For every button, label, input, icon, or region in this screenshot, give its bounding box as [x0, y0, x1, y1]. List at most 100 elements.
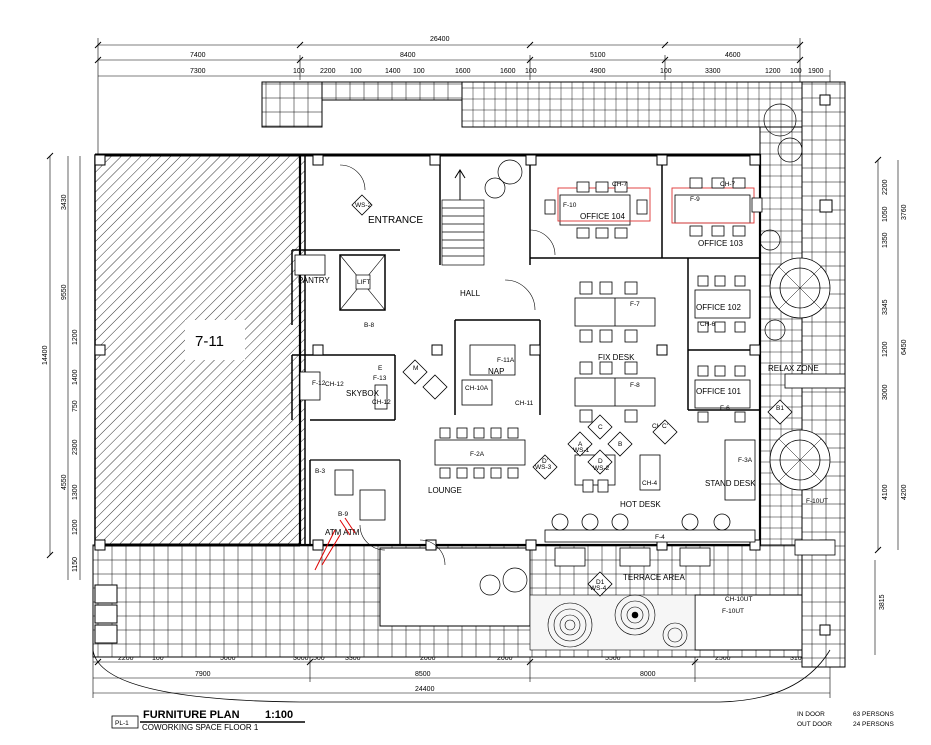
dim-top-1: 7400	[190, 52, 206, 59]
dim-top-r2-8: 100	[525, 68, 537, 75]
dim-bot-r2-1: 8500	[415, 671, 431, 678]
dimension-labels: 26400 7400 8400 5100 4600 7300 100 2200 …	[42, 36, 908, 693]
f6-label: F-6	[720, 405, 730, 412]
seven-eleven-label-bg	[185, 320, 245, 360]
hot-desk-furniture	[544, 439, 756, 543]
dimension-lines	[49, 38, 899, 698]
f2a-label: F-2A	[470, 451, 485, 458]
dim-right-outer-2: 4200	[901, 484, 908, 500]
tag-d1: D1	[596, 579, 605, 586]
ch4-label: CH-4	[642, 480, 658, 487]
b8-label: B-8	[364, 322, 375, 329]
lounge-furniture	[334, 427, 526, 521]
dim-top-r2-7: 1600	[500, 68, 516, 75]
dim-left-5: 2300	[72, 439, 79, 455]
atm-marker	[314, 517, 356, 571]
f10-label: F-10	[563, 202, 577, 209]
ch10out-label: CH-10UT	[725, 596, 752, 603]
lounge-label: LOUNGE	[428, 486, 462, 495]
dim-top-2: 8400	[400, 52, 416, 59]
tag-d2: D'	[542, 458, 548, 465]
entrance-label: ENTRANCE	[368, 215, 423, 226]
dim-bot-r1-3: 3000	[293, 655, 309, 662]
ch12a-label: CH-12	[325, 381, 344, 388]
ch11-label: CH-11	[515, 400, 534, 407]
outdoor-label: OUT DOOR	[797, 721, 832, 728]
dim-top-r2-1: 100	[293, 68, 305, 75]
dim-right-4: 1200	[882, 341, 889, 357]
title-block	[111, 715, 305, 729]
outdoor-value: 24 PERSONS	[853, 721, 894, 728]
dim-top-r2-11: 3300	[705, 68, 721, 75]
indoor-value: 63 PERSONS	[853, 711, 894, 718]
dim-bot-r1-0: 2200	[118, 655, 134, 662]
f7-label: F-7	[630, 301, 640, 308]
dim-top-r2-12: 1200	[765, 68, 781, 75]
tag-ws2b: WS-2	[593, 465, 610, 472]
f7b-label: F-8	[630, 382, 640, 389]
plan-title: FURNITURE PLAN	[143, 709, 240, 721]
dim-top-r2-6: 1600	[455, 68, 471, 75]
dim-left-outer: 4550	[61, 474, 68, 490]
dim-right-1: 1050	[882, 206, 889, 222]
dim-left-0: 3430	[61, 194, 68, 210]
dim-left-8: 1150	[72, 557, 79, 572]
dim-left-6: 1300	[72, 484, 79, 500]
b3-label: B-3	[315, 468, 326, 475]
tag-symbols	[351, 194, 793, 597]
sheet-name: COWORKING SPACE FLOOR 1	[142, 723, 259, 732]
dim-left-4: 750	[72, 400, 79, 412]
tag-ws1: WS-1	[573, 447, 590, 454]
dim-top-4: 4600	[725, 52, 741, 59]
dim-right-outer-1: 6450	[901, 339, 908, 355]
nap-label: NAP	[488, 367, 504, 376]
dim-left-2: 1200	[72, 329, 79, 345]
tag-b1: B1	[776, 405, 784, 412]
dim-right-5: 3000	[882, 384, 889, 400]
plants	[479, 103, 803, 596]
f12-label: F-12	[312, 380, 326, 387]
terrace-area-label: TERRACE AREA	[623, 573, 685, 582]
dim-top-r2-14: 1900	[808, 68, 824, 75]
b9-label: B-9	[338, 511, 349, 518]
ch7a-label: CH-7	[612, 181, 628, 188]
tag-d: D	[598, 458, 603, 465]
f3a-label: F-3A	[738, 457, 753, 464]
lift-label: LIFT	[357, 279, 370, 286]
dim-top-r2-4: 1400	[385, 68, 401, 75]
dim-left-overall: 14400	[42, 345, 49, 365]
tag-b: B	[618, 441, 622, 448]
dim-bot-r1-9: 2500	[715, 655, 731, 662]
dim-top-r2-0: 7300	[190, 68, 206, 75]
dim-right-6: 4100	[882, 484, 889, 500]
staircase	[441, 169, 485, 266]
dim-top-overall: 26400	[430, 36, 450, 43]
office-103-label: OFFICE 103	[698, 239, 743, 248]
ch10a-label: CH-10A	[465, 385, 489, 392]
tag-ws4: WS-4	[590, 585, 607, 592]
dim-bot-r1-1: 100	[152, 655, 164, 662]
dim-top-3: 5100	[590, 52, 606, 59]
dim-right-3: 3345	[882, 299, 889, 315]
dim-right-outer-0: 3760	[901, 204, 908, 220]
f9-label: F-9	[690, 196, 700, 203]
seven-eleven-label: 7-11	[195, 333, 224, 350]
relax-zone-umbrella-ribs	[770, 258, 830, 490]
dim-right-7: 3815	[879, 594, 886, 610]
dim-left-1: 9550	[61, 284, 68, 300]
indoor-label: IN DOOR	[797, 711, 825, 718]
ch12b-label: CH-12	[372, 399, 391, 406]
office-102-101-furniture	[694, 275, 751, 423]
f10out2-label: F-10UT	[722, 608, 744, 615]
f11a-label: F-11A	[497, 357, 515, 364]
dim-left-7: 1200	[72, 519, 79, 535]
structural-columns	[94, 94, 835, 644]
stand-desk-label: STAND DESK	[705, 479, 756, 488]
office-102-label: OFFICE 102	[696, 303, 741, 312]
dim-bot-r1-5: 3300	[345, 655, 361, 662]
site-boundary-curve	[92, 649, 831, 703]
dim-bot-r1-6: 2000	[420, 655, 436, 662]
skybox-label: SKYBOX	[346, 389, 380, 398]
tag-ws3: WS-3	[535, 464, 552, 471]
